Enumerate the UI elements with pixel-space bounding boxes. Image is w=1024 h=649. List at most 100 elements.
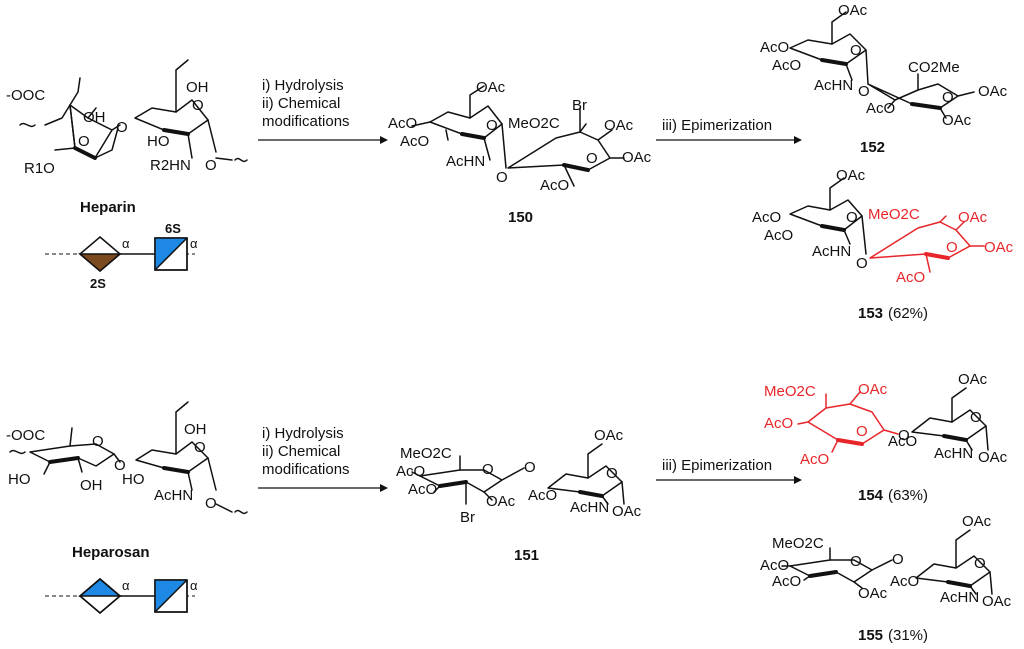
c151-link-o: O	[524, 459, 536, 476]
label-r2hn: R2HN	[150, 157, 191, 174]
c154-aco-2: AcO	[800, 451, 829, 468]
c153-aco-1: AcO	[752, 209, 781, 226]
c152-number: 152	[860, 139, 885, 156]
cond-hydrolysis-top: i) Hydrolysis	[262, 77, 344, 94]
heparosan-link-o: O	[114, 457, 126, 474]
c153-number: 153	[858, 305, 883, 322]
c154-ring-o-2: O	[970, 409, 982, 426]
heparosan-ho-2: HO	[122, 471, 145, 488]
c150-achn: AcHN	[446, 153, 485, 170]
c153-oac-1: OAc	[958, 209, 988, 226]
c151-oac-1: OAc	[486, 493, 516, 510]
c150-br: Br	[572, 97, 587, 114]
arrow-step2-top: iii) Epimerization	[656, 117, 802, 144]
c152-aco-1: AcO	[760, 39, 789, 56]
c151-aco-2: AcO	[408, 481, 437, 498]
c153-ring-o-2: O	[946, 239, 958, 256]
cond-chemical-top: ii) Chemical	[262, 95, 340, 112]
c151-br: Br	[460, 509, 475, 526]
c154-achn: AcHN	[934, 445, 973, 462]
heparin-name: Heparin	[80, 199, 136, 216]
compound-154: MeO2C OAc O AcO AcO O OAc AcO O AcHN OAc…	[764, 371, 1008, 504]
label-carboxylate: -OOC	[6, 87, 45, 104]
heparin-link-alpha-2: α	[190, 236, 198, 251]
heparosan-link-alpha-2: α	[190, 578, 198, 593]
c151-oac-top: OAc	[594, 427, 624, 444]
c155-aco-2: AcO	[772, 573, 801, 590]
c153-ring-o: O	[846, 209, 858, 226]
heparosan-achn: AcHN	[154, 487, 193, 504]
c155-meo2c: MeO2C	[772, 535, 824, 552]
c155-oac-1: OAc	[858, 585, 888, 602]
heparosan-name: Heparosan	[72, 544, 150, 561]
compound-150: OAc AcO AcO O AcHN O MeO2C Br OAc O OAc …	[388, 79, 652, 226]
heparin-structure: -OOC OH O O R1O OH HO O R2HN O Heparin	[6, 59, 248, 216]
label-oh-top: OH	[186, 79, 209, 96]
c154-aco-1: AcO	[764, 415, 793, 432]
c150-number: 150	[508, 209, 533, 226]
cond-epimerization-bottom: iii) Epimerization	[662, 457, 772, 474]
c154-number: 154	[858, 487, 884, 504]
c152-ring-o-2: O	[942, 89, 954, 106]
c155-oac-2: OAc	[982, 593, 1012, 610]
c150-meo2c: MeO2C	[508, 115, 560, 132]
compound-152: OAc AcO AcO O AcHN O CO2Me O OAc AcO OAc…	[760, 2, 1008, 156]
c151-number: 151	[514, 547, 539, 564]
arrow-step1-top: i) Hydrolysis ii) Chemical modifications	[258, 77, 388, 144]
c152-link-o: O	[858, 83, 870, 100]
c155-number: 155	[858, 627, 883, 644]
c150-aco-1: AcO	[388, 115, 417, 132]
cond-epimerization-top: iii) Epimerization	[662, 117, 772, 134]
c155-ring-o-2: O	[974, 555, 986, 572]
heparin-6s-label: 6S	[165, 221, 181, 236]
c155-ring-o: O	[850, 553, 862, 570]
c151-oac-2: OAc	[612, 503, 642, 520]
heparosan-oh-1: OH	[80, 477, 103, 494]
heparin-link-alpha-1: α	[122, 236, 130, 251]
heparosan-ho-1: HO	[8, 471, 31, 488]
c154-meo2c: MeO2C	[764, 383, 816, 400]
arrow-step2-bottom: iii) Epimerization	[656, 457, 802, 484]
c154-oac-top: OAc	[958, 371, 988, 388]
c152-aco-3: AcO	[866, 100, 895, 117]
label-ring-o: O	[78, 133, 90, 150]
c151-achn: AcHN	[570, 499, 609, 516]
c152-oac-2: OAc	[942, 112, 972, 129]
c152-ring-o: O	[850, 42, 862, 59]
label-link-o: O	[116, 119, 128, 136]
c150-ring-o: O	[486, 117, 498, 134]
c151-meo2c: MeO2C	[400, 445, 452, 462]
arrow-step1-bottom: i) Hydrolysis ii) Chemical modifications	[258, 425, 388, 492]
c152-oac-top: OAc	[838, 2, 868, 19]
c153-aco-2: AcO	[764, 227, 793, 244]
cond-modifications-bottom: modifications	[262, 461, 350, 478]
cond-modifications-top: modifications	[262, 113, 350, 130]
c154-aco-3: AcO	[888, 433, 917, 450]
heparosan-symbol: α α	[45, 578, 198, 614]
cond-hydrolysis-bottom: i) Hydrolysis	[262, 425, 344, 442]
c154-oac-2: OAc	[978, 449, 1008, 466]
heparosan-ring-o-2: O	[194, 439, 206, 456]
c150-link-o: O	[496, 169, 508, 186]
c155-oac-top: OAc	[962, 513, 992, 530]
c152-aco-2: AcO	[772, 57, 801, 74]
compound-155: MeO2C AcO AcO O OAc O AcO OAc O AcHN OAc…	[760, 513, 1012, 644]
c153-link-o: O	[856, 255, 868, 272]
c153-achn: AcHN	[812, 243, 851, 260]
c150-ring-o-2: O	[586, 150, 598, 167]
heparosan-carboxylate: -OOC	[6, 427, 45, 444]
heparosan-oh-top: OH	[184, 421, 207, 438]
c151-aco-3: AcO	[528, 487, 557, 504]
c155-aco-1: AcO	[760, 557, 789, 574]
c152-achn: AcHN	[814, 77, 853, 94]
c154-ring-o: O	[856, 423, 868, 440]
compound-151: MeO2C AcO AcO O Br OAc O AcO OAc O AcHN …	[396, 427, 642, 564]
c150-oac-2: OAc	[622, 149, 652, 166]
c150-aco-3: AcO	[540, 177, 569, 194]
label-r1o: R1O	[24, 160, 55, 177]
compound-153: OAc AcO AcO O AcHN O MeO2C OAc O OAc AcO…	[752, 167, 1014, 322]
label-oh: OH	[83, 109, 106, 126]
c154-yield: (63%)	[888, 487, 928, 504]
c155-link-o: O	[892, 551, 904, 568]
